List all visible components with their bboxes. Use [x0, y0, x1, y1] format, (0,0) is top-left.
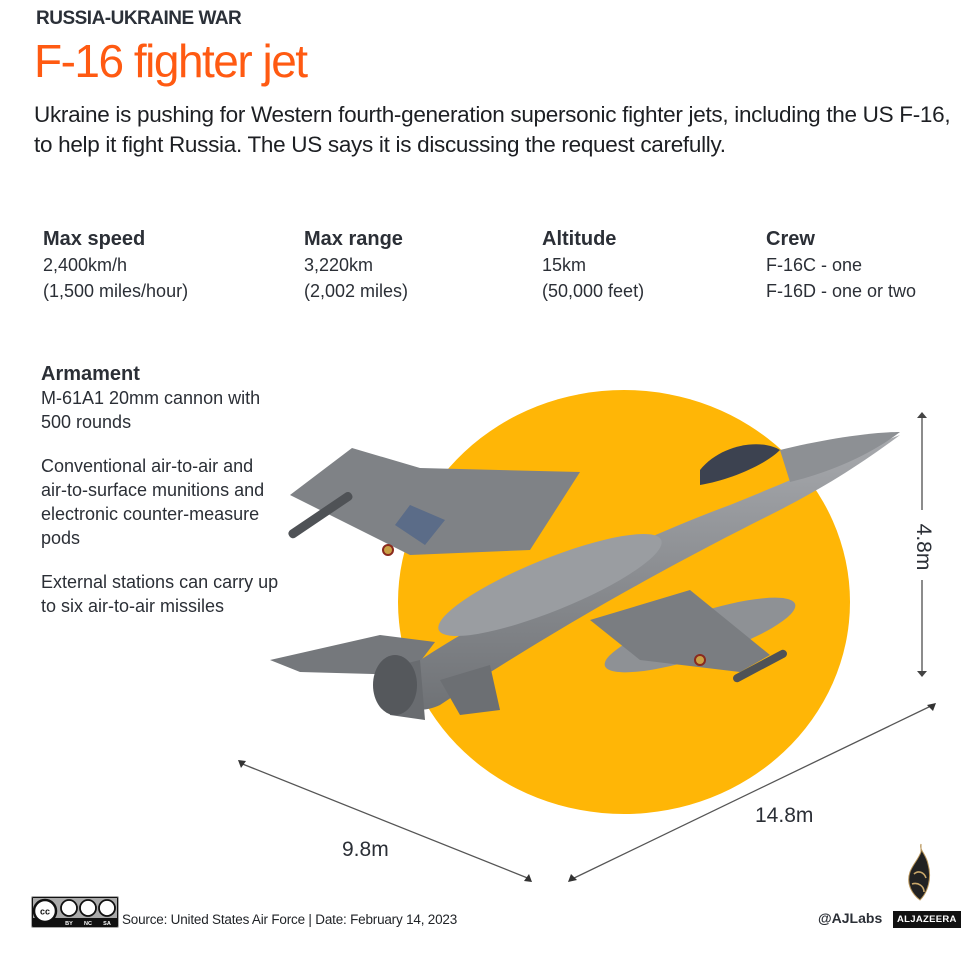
stat-subvalue: F-16D - one or two: [766, 281, 917, 301]
stat-value: 2,400km/h: [43, 255, 128, 275]
stat-crew: Crew F-16C - one F-16D - one or two: [766, 226, 916, 304]
height-dimension-line: [917, 412, 927, 677]
stat-max-speed: Max speed 2,400km/h (1,500 miles/hour): [43, 226, 188, 304]
svg-text:BY: BY: [65, 921, 73, 927]
stat-value: 15km: [542, 255, 587, 275]
length-label: 14.8m: [755, 804, 814, 827]
height-label: 4.8m: [912, 523, 935, 571]
cc-by-nc-sa-icon: cc BY NC SA: [31, 896, 119, 928]
f16-jet-illustration: [270, 432, 900, 720]
stat-heading: Max range: [304, 228, 403, 250]
length-dimension-line: [568, 703, 936, 882]
stat-heading: Max speed: [43, 228, 146, 250]
section-kicker: RUSSIA-UKRAINE WAR: [36, 8, 242, 29]
stat-altitude: Altitude 15km (50,000 feet): [542, 226, 644, 304]
stat-heading: Crew: [766, 228, 815, 250]
stat-value: F-16C - one: [766, 255, 863, 275]
stat-max-range: Max range 3,220km (2,002 miles): [304, 226, 408, 304]
page-title: F-16 fighter jet: [34, 35, 308, 87]
stat-heading: Altitude: [542, 228, 617, 250]
armament-item: Conventional air-to-air and air-to-surfa…: [41, 456, 265, 548]
stat-value: 3,220km: [304, 255, 374, 275]
ajlabs-handle: @AJLabs: [818, 910, 883, 926]
intro-text: Ukraine is pushing for Western fourth-ge…: [34, 102, 951, 157]
armament-heading: Armament: [41, 363, 140, 385]
stat-subvalue: (2,002 miles): [304, 281, 409, 301]
armament-item: External stations can carry up to six ai…: [41, 572, 279, 616]
stat-subvalue: (50,000 feet): [542, 281, 645, 301]
armament-item: M-61A1 20mm cannon with 500 rounds: [41, 388, 261, 432]
svg-text:NC: NC: [84, 921, 92, 927]
svg-text:cc: cc: [40, 907, 50, 917]
stat-subvalue: (1,500 miles/hour): [43, 281, 189, 301]
wingspan-dimension-line: [238, 760, 532, 882]
aljazeera-logo-icon: [908, 843, 931, 901]
source-and-date: Source: United States Air Force | Date: …: [122, 912, 458, 927]
armament-block: Armament M-61A1 20mm cannon with 500 rou…: [41, 362, 281, 638]
wingspan-label: 9.8m: [342, 838, 389, 861]
svg-text:SA: SA: [103, 921, 111, 927]
aljazeera-wordmark: ALJAZEERA: [893, 911, 961, 928]
